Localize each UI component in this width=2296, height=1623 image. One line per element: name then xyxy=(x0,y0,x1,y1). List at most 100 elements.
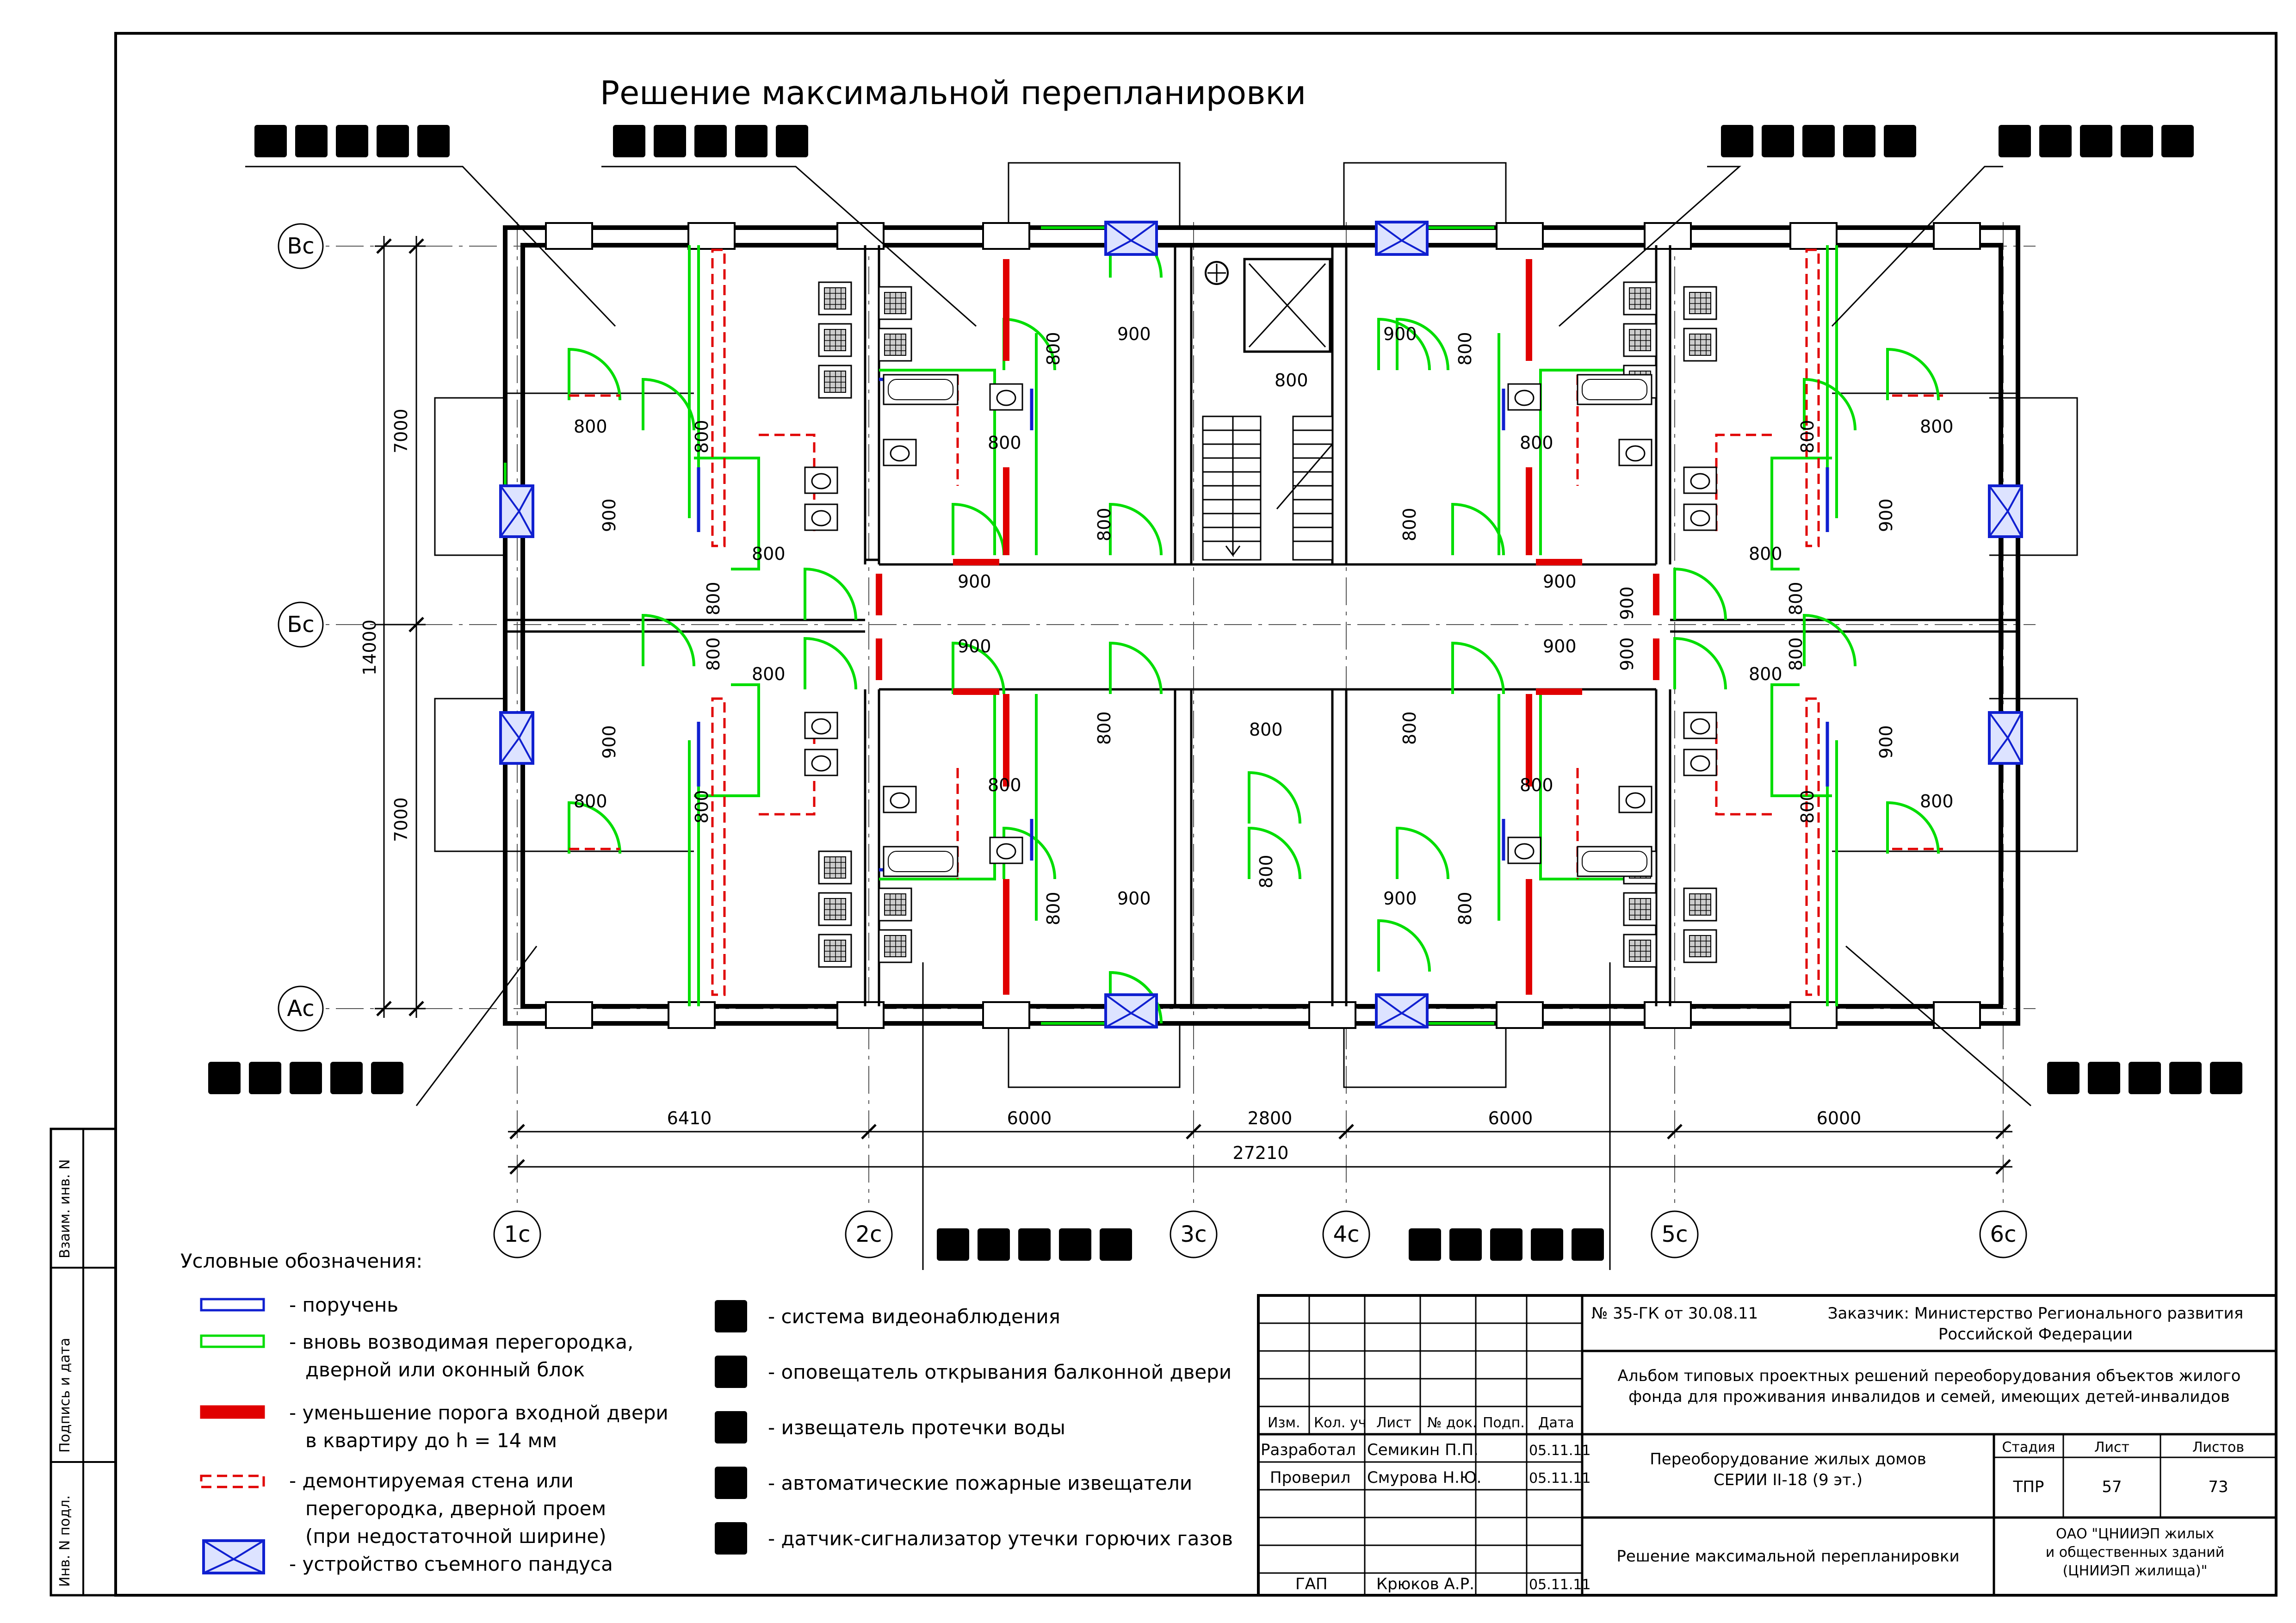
dim-h-6000-c: 6000 xyxy=(1817,1108,1862,1128)
legend-new-partition-2: дверной или оконный блок xyxy=(305,1358,585,1381)
stamp-org-3: (ЦНИИЭП жилища)" xyxy=(2063,1563,2208,1579)
stamp-sheets-head: Листов xyxy=(2192,1439,2244,1456)
sheet-frame xyxy=(114,32,2277,1597)
stamp-stage-head: Стадия xyxy=(2002,1439,2055,1456)
dim-900: 900 xyxy=(1876,725,1896,759)
legend-video: - система видеонаблюдения xyxy=(768,1305,1060,1328)
dim-800: 800 xyxy=(1749,664,1782,684)
dim-800: 800 xyxy=(1256,855,1276,888)
axis-col-6: 6с xyxy=(1990,1221,2017,1247)
icon-group-top-left xyxy=(254,125,450,157)
dim-800: 800 xyxy=(1043,892,1064,925)
legend-gas: - датчик-сигнализатор утечки горючих газ… xyxy=(768,1527,1233,1550)
stamp-name-check: Смурова Н.Ю. xyxy=(1367,1468,1481,1487)
stamp-drawing-name: Решение максимальной перепланировки xyxy=(1616,1547,1959,1566)
stamp-col-date: Дата xyxy=(1538,1415,1574,1431)
legend-fire: - автоматические пожарные извещатели xyxy=(768,1472,1192,1494)
dim-900: 900 xyxy=(1617,586,1637,620)
page-title: Решение максимальной перепланировки xyxy=(600,74,1306,112)
axis-row-b: Бс xyxy=(287,612,314,638)
stamp-project-2: СЕРИИ II-18 (9 эт.) xyxy=(1714,1471,1863,1489)
new-partitions xyxy=(504,226,1838,1025)
side-stamp-1: Взаим. инв. N xyxy=(57,1159,73,1258)
stamp-col-kol: Кол. уч xyxy=(1314,1415,1366,1431)
stamp-col-izm: Изм. xyxy=(1268,1415,1300,1431)
dim-800: 800 xyxy=(1520,433,1553,453)
stamp-contract: № 35-ГК от 30.08.11 xyxy=(1591,1304,1758,1323)
dim-800: 800 xyxy=(1920,791,1954,812)
stamp-col-doc: № док. xyxy=(1427,1415,1477,1431)
stamp-org-2: и общественных зданий xyxy=(2046,1544,2225,1561)
vertical-dimensions: 7000 14000 7000 xyxy=(359,236,426,1018)
dim-800: 800 xyxy=(574,416,607,437)
stamp-role-check: Проверил xyxy=(1270,1468,1350,1487)
axis-row-v: Вс xyxy=(287,233,314,259)
stamp-name-dev: Семикин П.П. xyxy=(1367,1441,1479,1459)
axis-col-3: 3с xyxy=(1181,1221,1207,1247)
title-block xyxy=(1257,1294,2277,1597)
stamp-date-check: 05.11.11 xyxy=(1529,1470,1591,1487)
dim-900: 900 xyxy=(599,498,619,532)
stamp-customer-1: Заказчик: Министерство Регионального раз… xyxy=(1828,1304,2243,1323)
legend-balcony-alert: - оповещатель открывания балконной двери xyxy=(768,1361,1232,1383)
stamp-sheet-head: Лист xyxy=(2094,1439,2129,1456)
stamp-name-gap: Крюков А.Р. xyxy=(1376,1575,1474,1593)
icon-group-bottom-left xyxy=(208,1062,403,1094)
dim-800: 800 xyxy=(1520,775,1553,795)
stair-lift xyxy=(1202,258,1333,561)
dim-800: 800 xyxy=(1043,332,1064,365)
dim-900: 900 xyxy=(1543,571,1577,592)
legend-symbols xyxy=(200,1298,265,1574)
dim-800: 800 xyxy=(752,544,786,564)
icon-group-top-right xyxy=(1999,125,2194,157)
icon-group-top-third xyxy=(1721,125,1916,157)
icon-group-top-second xyxy=(613,125,808,157)
col-axis-labels: 1с 2с 3с 4с 5с 6с xyxy=(493,1210,2027,1258)
dim-800: 800 xyxy=(703,582,724,615)
dim-800: 800 xyxy=(574,791,607,812)
dim-800: 800 xyxy=(1797,420,1818,453)
dim-900: 900 xyxy=(1617,637,1637,671)
dim-800: 800 xyxy=(1455,892,1475,925)
dim-800: 800 xyxy=(1786,582,1806,615)
stamp-customer-2: Российской Федерации xyxy=(1938,1325,2133,1344)
dim-800: 800 xyxy=(692,790,712,824)
stamp-stage: ТПР xyxy=(2013,1478,2044,1496)
stamp-col-podp: Подп. xyxy=(1483,1415,1525,1431)
dim-v-7000-top: 7000 xyxy=(391,409,411,453)
legend-heading: Условные обозначения: xyxy=(180,1250,422,1272)
dim-h-6000-a: 6000 xyxy=(1007,1108,1052,1128)
dim-800: 800 xyxy=(1399,711,1420,745)
dim-800: 800 xyxy=(988,775,1021,795)
dim-800: 800 xyxy=(988,433,1021,453)
legend-new-partition-1: - вновь возводимая перегородка, xyxy=(289,1331,633,1353)
dim-800: 800 xyxy=(1797,790,1818,824)
legend-demolish-1: - демонтируемая стена или xyxy=(289,1469,574,1492)
legend-device-icons xyxy=(715,1300,747,1555)
legend-demolish-2: перегородка, дверной проем xyxy=(305,1497,606,1520)
dim-h-2800: 2800 xyxy=(1248,1108,1293,1128)
horizontal-dimensions: 6410 6000 2800 6000 6000 27210 xyxy=(508,1108,2012,1175)
stamp-album-2: фонда для проживания инвалидов и семей, … xyxy=(1628,1388,2230,1406)
legend-handrail: - поручень xyxy=(289,1294,398,1316)
stamp-org-1: ОАО "ЦНИИЭП жилых xyxy=(2056,1526,2214,1542)
dim-800: 800 xyxy=(1275,370,1308,390)
interior-walls xyxy=(505,245,2018,1006)
side-stamp-2: Подпись и дата xyxy=(57,1338,73,1453)
dim-800: 800 xyxy=(1455,332,1475,365)
dim-900: 900 xyxy=(958,636,991,657)
icon-group-bottom-second xyxy=(937,1228,1132,1261)
legend-threshold-1: - уменьшение порога входной двери xyxy=(289,1401,668,1424)
dim-900: 900 xyxy=(1543,636,1577,657)
dim-900: 900 xyxy=(1383,888,1417,909)
stamp-album-1: Альбом типовых проектных решений переобо… xyxy=(1618,1367,2241,1385)
stamp-project-1: Переоборудование жилых домов xyxy=(1650,1450,1926,1468)
stamp-date-dev: 05.11.11 xyxy=(1529,1443,1591,1459)
dim-800: 800 xyxy=(692,420,712,453)
axis-col-2: 2с xyxy=(856,1221,882,1247)
dim-v-14000: 14000 xyxy=(359,619,380,675)
dim-900: 900 xyxy=(1876,498,1896,532)
dim-900: 900 xyxy=(958,571,991,592)
stamp-role-dev: Разработал xyxy=(1261,1441,1356,1459)
